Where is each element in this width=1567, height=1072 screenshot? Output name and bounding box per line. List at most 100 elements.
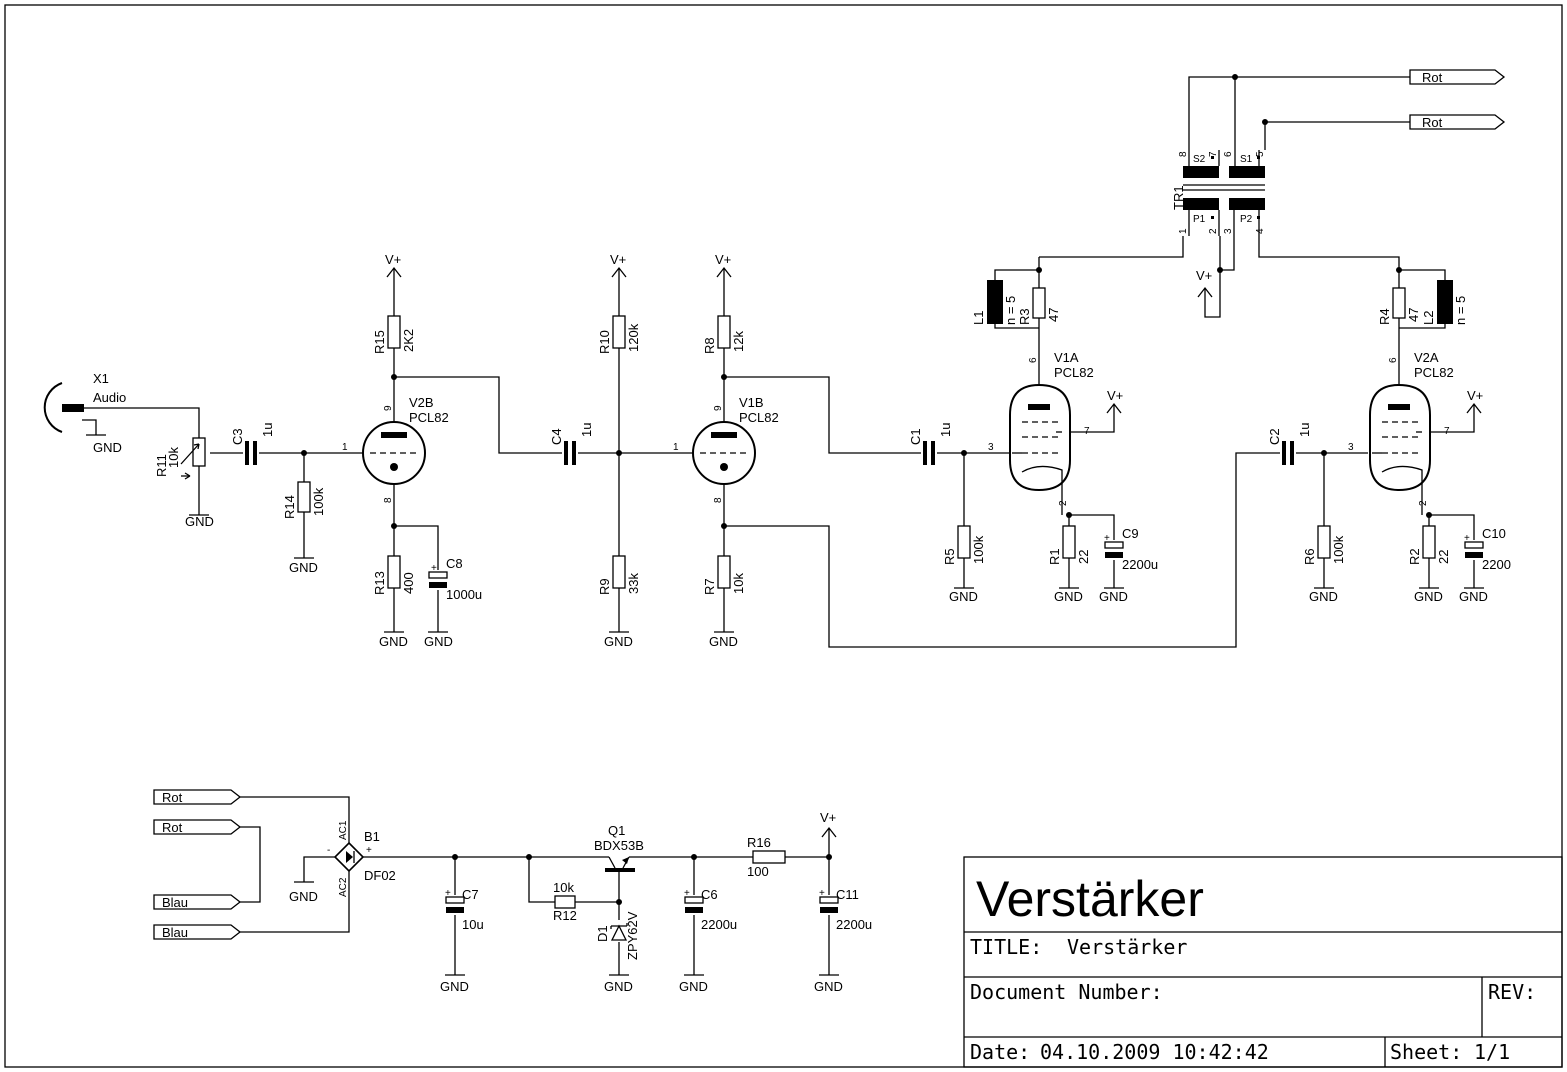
gnd-11: GND	[1309, 589, 1338, 604]
vplus-1: V+	[385, 252, 401, 267]
r7-value: 10k	[731, 573, 746, 594]
b1-pin-minus: -	[327, 845, 330, 856]
gnd-17: GND	[679, 979, 708, 994]
gnd-18: GND	[814, 979, 843, 994]
svg-text:2: 2	[1418, 500, 1429, 506]
svg-text:9: 9	[713, 405, 724, 411]
svg-text:6: 6	[1223, 151, 1234, 157]
q1-ref: Q1	[608, 823, 625, 838]
c6-ref: C6	[701, 887, 718, 902]
tr1-ref: TR1	[1171, 185, 1186, 210]
label-blau-1: Blau	[162, 895, 188, 910]
svg-text:6: 6	[1388, 357, 1399, 363]
v1a-ref: V1A	[1054, 350, 1079, 365]
gnd-7: GND	[709, 634, 738, 649]
vplus-3: V+	[715, 252, 731, 267]
date-label: Date:	[970, 1040, 1030, 1064]
c2-ref: C2	[1267, 428, 1282, 445]
gnd-2: GND	[185, 514, 214, 529]
r12-value: 10k	[553, 880, 574, 895]
vplus-4: V+	[1107, 388, 1123, 403]
gnd-3: GND	[289, 560, 318, 575]
r10-value: 120k	[626, 323, 641, 352]
svg-text:2: 2	[1058, 500, 1069, 506]
c1-value: 1u	[938, 423, 953, 437]
gnd-6: GND	[604, 634, 633, 649]
zener-d1: D1 ZPY62V	[595, 911, 640, 960]
c2-value: 1u	[1297, 423, 1312, 437]
r5-value: 100k	[971, 535, 986, 564]
r8-ref: R8	[702, 337, 717, 354]
r15-value: 2K2	[401, 329, 416, 352]
svg-text:3: 3	[988, 442, 994, 453]
v2b-type: PCL82	[409, 410, 449, 425]
rectifier-b1: AC1 AC2 - + B1 DF02	[327, 820, 396, 897]
tube-v1a: 6 7 3 2 V1A PCL82	[988, 350, 1094, 506]
date-value: 04.10.2009 10:42:42	[1040, 1040, 1269, 1064]
big-title: Verstärker	[976, 871, 1204, 927]
r14-ref: R14	[282, 495, 297, 519]
gnd-8: GND	[949, 589, 978, 604]
label-rot-1: Rot	[1422, 70, 1443, 85]
document-number-label: Document Number:	[970, 980, 1163, 1004]
c4-ref: C4	[549, 428, 564, 445]
r4-ref: R4	[1377, 308, 1392, 325]
r11-ref: R11	[154, 454, 169, 477]
c4-value: 1u	[579, 423, 594, 437]
l1-value: n = 5	[1003, 296, 1018, 325]
r3-ref: R3	[1017, 308, 1032, 325]
c10-ref: C10	[1482, 526, 1506, 541]
svg-text:8: 8	[1178, 151, 1189, 157]
svg-text:7: 7	[1444, 426, 1450, 437]
gnd-9: GND	[1054, 589, 1083, 604]
gnd-13: GND	[1459, 589, 1488, 604]
junction-dots	[301, 74, 1432, 905]
l2-ref: L2	[1421, 311, 1436, 325]
vplus-5: V+	[1467, 388, 1483, 403]
b1-value: DF02	[364, 868, 396, 883]
title-block: Verstärker TITLE: Verstärker Document Nu…	[963, 856, 1563, 1068]
svg-text:+: +	[1104, 533, 1110, 544]
r6-ref: R6	[1302, 548, 1317, 565]
c9-value: 2200u	[1122, 557, 1158, 572]
r9-ref: R9	[597, 578, 612, 595]
v2b-ref: V2B	[409, 395, 434, 410]
r1-value: 22	[1076, 550, 1091, 564]
d1-value: ZPY62V	[625, 911, 640, 960]
svg-text:5: 5	[1255, 151, 1266, 157]
tr1-s1: S1	[1240, 154, 1253, 165]
label-blau-2: Blau	[162, 925, 188, 940]
r13-value: 400	[401, 572, 416, 594]
gnd-1: GND	[93, 440, 122, 455]
svg-text:3: 3	[1223, 228, 1234, 234]
b1-pin-ac2: AC2	[338, 877, 349, 897]
r9-value: 33k	[626, 573, 641, 594]
svg-text:+: +	[819, 888, 825, 899]
svg-text:2: 2	[1208, 228, 1219, 234]
rev-label: REV:	[1488, 980, 1536, 1004]
c6-value: 2200u	[701, 917, 737, 932]
sheet-frame	[4, 4, 1563, 1068]
title-value: Verstärker	[1067, 935, 1187, 959]
c8-value: 1000u	[446, 587, 482, 602]
label-rot-3: Rot	[162, 790, 183, 805]
audio-jack-x1: X1 Audio	[43, 371, 126, 435]
c3-ref: C3	[230, 428, 245, 445]
coils: L1 n = 5 L2 n = 5	[971, 280, 1468, 325]
svg-text:4: 4	[1255, 228, 1266, 234]
svg-text:6: 6	[1028, 357, 1039, 363]
sheet-label: Sheet:	[1390, 1040, 1462, 1064]
r12-ref: R12	[553, 908, 577, 923]
wire-labels: Rot Rot Rot Rot Blau Blau	[153, 69, 1506, 940]
svg-text:+: +	[445, 888, 451, 899]
r10-ref: R10	[597, 330, 612, 354]
r15-ref: R15	[372, 330, 387, 354]
r2-value: 22	[1436, 550, 1451, 564]
svg-text:1: 1	[673, 442, 679, 453]
c11-ref: C11	[836, 887, 859, 902]
c11-value: 2200u	[836, 917, 872, 932]
r16-value: 100	[747, 864, 769, 879]
transistor-q1: Q1 BDX53B	[594, 823, 644, 872]
resistors: R15 2K2 R14 100k R13 400 R10 120k R9 33k…	[282, 287, 1451, 923]
pot-r11: R11 10k	[154, 437, 206, 480]
